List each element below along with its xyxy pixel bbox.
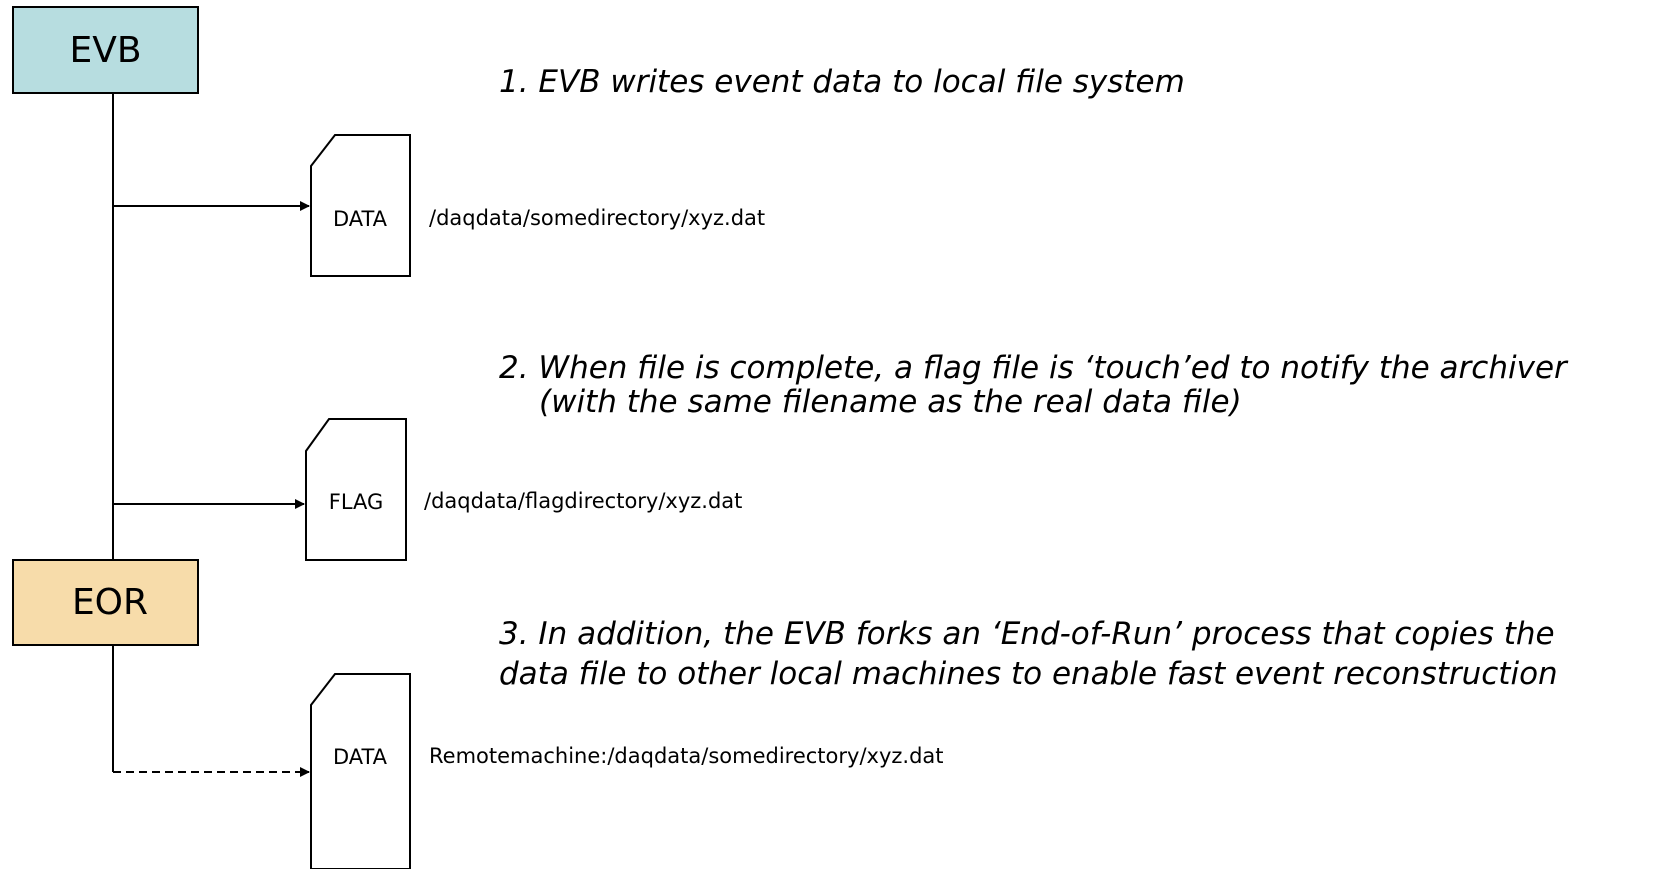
- evb-box: [12, 6, 199, 94]
- data-file-path: /daqdata/somedirectory/xyz.dat: [429, 206, 766, 230]
- remote-data-file-path: Remotemachine:/daqdata/somedirectory/xyz…: [429, 744, 944, 768]
- step-2-line-2: (with the same filename as the real data…: [539, 384, 1242, 420]
- data-file-label: DATA: [333, 207, 388, 231]
- step-2-line-1: 2. When file is complete, a flag file is…: [499, 350, 1567, 386]
- data-file-icon: [310, 134, 411, 277]
- step-3-line-2: data file to other local machines to ena…: [499, 656, 1558, 692]
- eor-label: EOR: [72, 582, 148, 623]
- evb-label: EVB: [69, 30, 141, 71]
- flag-file-icon: [305, 418, 407, 561]
- step-1-text: 1. EVB writes event data to local file s…: [499, 64, 1185, 100]
- flag-file-node: FLAG: [305, 418, 407, 561]
- remote-data-file-label: DATA: [333, 745, 388, 769]
- flag-file-label: FLAG: [329, 490, 384, 514]
- data-file-node: DATA: [310, 134, 411, 277]
- remote-data-file-node: DATA: [310, 673, 411, 869]
- step-3-line-1: 3. In addition, the EVB forks an ‘End-of…: [499, 616, 1555, 652]
- flag-file-path: /daqdata/flagdirectory/xyz.dat: [424, 489, 743, 513]
- evb-node: EVB: [12, 6, 199, 94]
- remote-data-file-icon: [310, 673, 411, 869]
- eor-box: [12, 559, 199, 646]
- eor-node: EOR: [12, 559, 199, 646]
